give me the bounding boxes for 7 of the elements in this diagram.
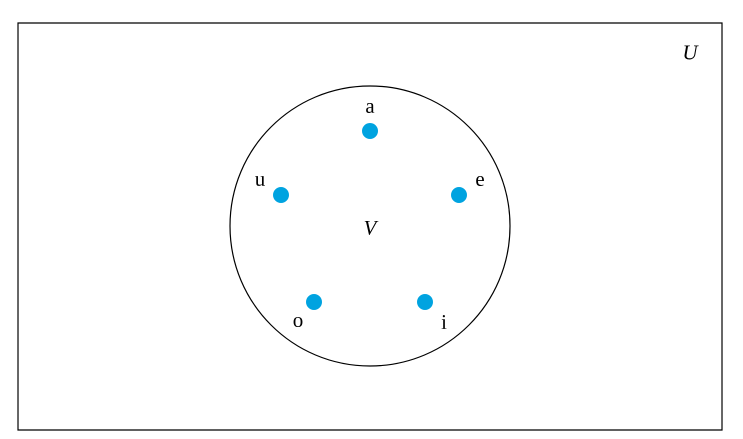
- point-label: o: [294, 316, 302, 328]
- point-label: i: [442, 315, 447, 329]
- set-label: V: [364, 220, 378, 235]
- set-label: U: [684, 46, 699, 60]
- point-label: a: [366, 103, 374, 113]
- point-label: u: [255, 176, 265, 186]
- point-label: e: [476, 176, 484, 186]
